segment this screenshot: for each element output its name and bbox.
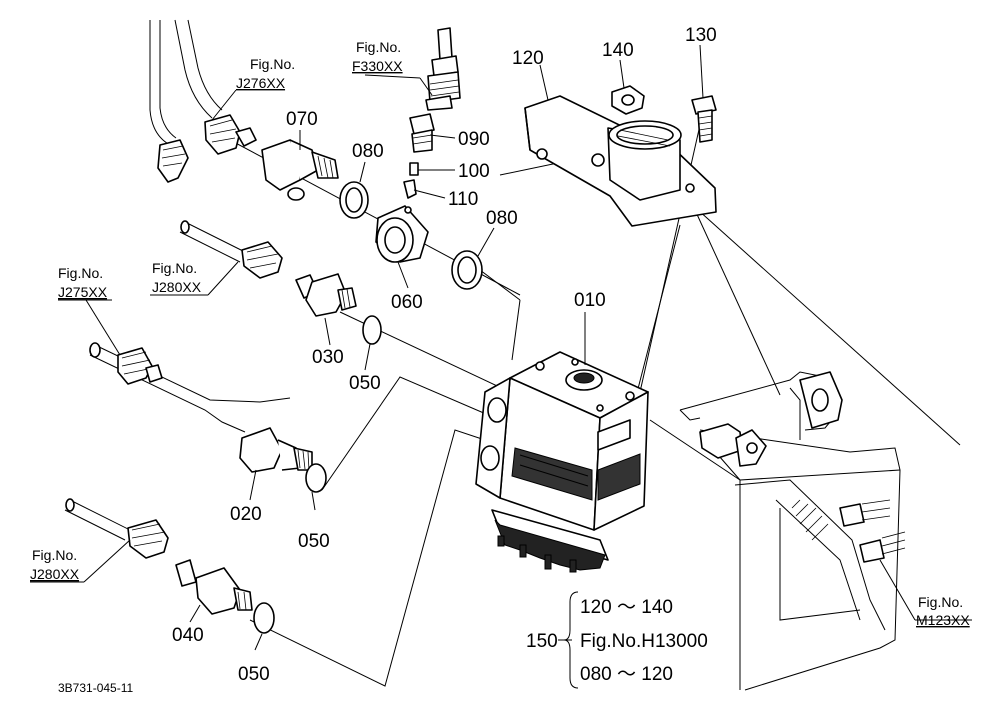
label-050-middle: 050 [298,531,330,552]
label-060: 060 [391,292,423,313]
connector-040 [175,559,253,615]
bolt-130 [691,95,717,143]
label-120: 120 [512,48,544,69]
label-050-lower: 050 [238,664,270,685]
label-130: 130 [685,25,717,46]
pipe-j275 [89,342,291,433]
fig-ref-m123-number: M123XX [916,612,970,628]
label-080-lower: 080 [486,208,518,229]
o-ring-050-lower [253,602,275,634]
nut-140 [611,85,645,115]
fig-ref-j280-lower-prefix: Fig.No. [32,547,77,563]
steering-valve-010 [475,351,649,573]
plug-110 [403,179,417,199]
fig-ref-j276-number: J276XX [236,75,286,91]
fig-ref-j276-prefix: Fig.No. [250,56,295,72]
upper-hydraulic-pipe [149,19,257,183]
fig-ref-j275-number: J275XX [58,284,108,300]
connector-020 [239,427,313,473]
figure-references: Fig.No. J276XX Fig.No. F330XX Fig.No. J2… [30,39,970,628]
drawing-code: 3B731-045-11 [58,681,133,695]
fig-ref-j280-upper-prefix: Fig.No. [152,260,197,276]
o-ring-050-middle [305,463,327,493]
fig-ref-j280-upper-number: J280XX [152,279,202,295]
label-110: 110 [448,189,478,210]
label-leaders [30,44,972,651]
connector-030 [295,273,357,317]
fig-ref-m123-prefix: Fig.No. [918,594,963,610]
washer-080-upper [339,181,369,219]
o-ring-050-upper [362,315,382,345]
assembly-item-number: 150 [526,631,558,652]
assembly-line-1: 120 ～ 140 [580,597,673,618]
part-number-labels: 010 020 030 040 050 050 050 060 070 080 … [172,25,717,685]
pin-100 [409,162,419,176]
label-070: 070 [286,109,318,130]
label-020: 020 [230,504,262,525]
bracket-120 [524,95,717,227]
label-010: 010 [574,290,606,311]
label-090: 090 [458,129,490,150]
label-100: 100 [458,161,490,182]
label-030: 030 [312,347,344,368]
adapter-070 [261,139,339,201]
pipe-j280-upper [179,220,283,279]
label-050-upper: 050 [349,373,381,394]
label-080-upper: 080 [352,141,384,162]
label-140: 140 [602,40,634,61]
pipe-j280-lower [64,498,169,559]
fig-ref-j280-lower-number: J280XX [30,566,80,582]
pressure-sensor [425,27,461,111]
fig-ref-j275-prefix: Fig.No. [58,265,103,281]
assembly-line-3: 080 ～ 120 [580,664,673,685]
assembly-note: 150 120 ～ 140 Fig.No.H13000 080 ～ 120 [526,591,708,689]
fitting-090 [409,113,435,153]
fig-ref-f330-number: F330XX [352,58,403,74]
frame-m123 [679,371,906,691]
assembly-line-2: Fig.No.H13000 [580,631,708,652]
label-040: 040 [172,625,204,646]
fig-ref-f330-prefix: Fig.No. [356,39,401,55]
washer-080-lower [451,250,483,290]
ring-060 [375,205,429,263]
